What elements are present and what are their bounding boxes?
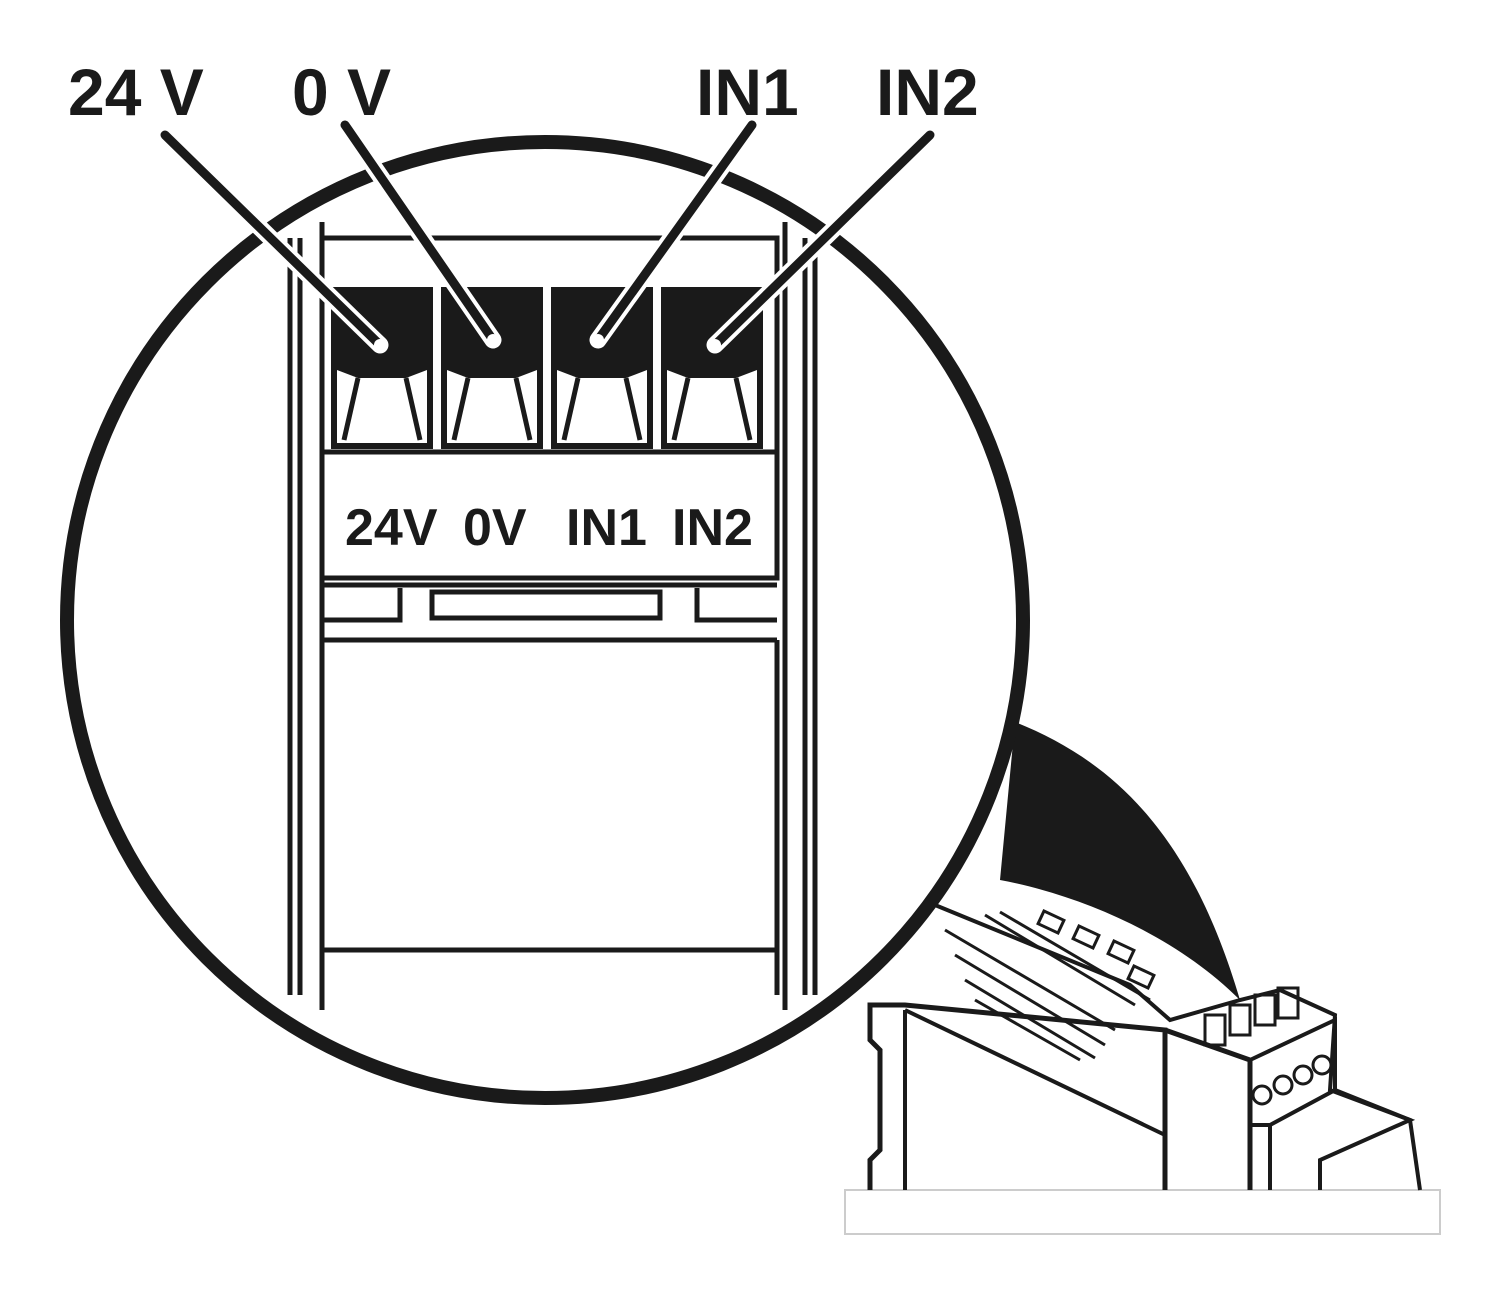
callout-in2: IN2: [876, 55, 979, 129]
leader-in2: [706, 126, 939, 354]
plate-label-in1: IN1: [566, 499, 647, 557]
plate-label-in2: IN2: [672, 499, 753, 557]
callout-0v: 0 V: [292, 55, 391, 129]
plate-label-24v: 24V: [345, 499, 438, 557]
terminal-block-detail: 24V 0V IN1 IN2: [287, 222, 818, 1010]
plate-label-0v: 0V: [463, 499, 527, 557]
magnifier-cone: [1000, 722, 1240, 1000]
leader-0v: [336, 116, 502, 349]
leader-24v: [156, 126, 389, 354]
device-overview: [844, 903, 1441, 1235]
callout-24v: 24 V: [68, 55, 204, 129]
callout-in1: IN1: [696, 55, 799, 129]
leader-in1: [589, 116, 761, 349]
leader-lines: [156, 116, 939, 354]
